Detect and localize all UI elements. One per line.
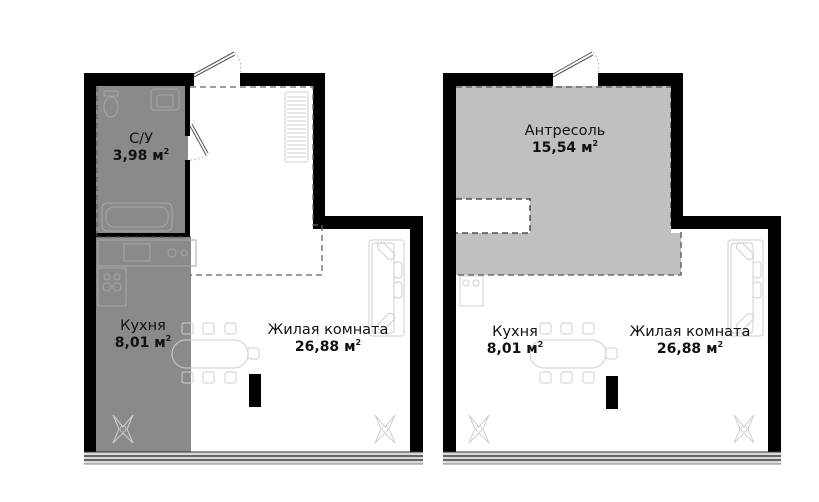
entrance-door xyxy=(552,51,600,78)
room-area: 8,01 м2 xyxy=(114,333,172,351)
mezzanine-outline xyxy=(190,86,323,276)
bathroom-door xyxy=(189,123,209,161)
room-area: 8,01 м2 xyxy=(486,339,544,357)
room-label-living: Жилая комната 26,88 м2 xyxy=(620,324,760,357)
window-strip xyxy=(84,451,423,465)
stairs xyxy=(284,91,309,163)
dining-set xyxy=(171,322,260,384)
walls xyxy=(443,73,781,453)
room-area: 26,88 м2 xyxy=(656,339,724,357)
walls xyxy=(84,73,423,453)
dining-set xyxy=(529,322,618,384)
room-label-kitchen: Кухня 8,01 м2 xyxy=(475,324,555,357)
window-strip xyxy=(443,451,781,465)
plant-icon xyxy=(374,414,396,444)
bathroom-zone xyxy=(96,86,188,236)
plan-right xyxy=(443,51,781,465)
mezzanine-zone xyxy=(456,86,681,275)
kitchen-fixtures xyxy=(97,239,197,307)
room-label-bathroom: С/У 3,98 м2 xyxy=(101,131,181,164)
plant-icon xyxy=(733,414,755,444)
plant-icon xyxy=(468,414,490,444)
kitchen-fixtures xyxy=(459,275,484,307)
room-area: 3,98 м2 xyxy=(112,146,170,164)
room-name: Кухня xyxy=(492,324,538,340)
room-name: Жилая комната xyxy=(629,324,751,340)
kitchen-zone xyxy=(96,236,191,452)
room-name: Жилая комната xyxy=(267,322,389,338)
room-area: 15,54 м2 xyxy=(531,138,599,156)
room-label-kitchen: Кухня 8,01 м2 xyxy=(103,318,183,351)
room-area: 26,88 м2 xyxy=(294,337,362,355)
bathroom-fixtures xyxy=(101,88,180,232)
room-label-living: Жилая комната 26,88 м2 xyxy=(258,322,398,355)
room-name: Антресоль xyxy=(524,123,606,139)
room-name: С/У xyxy=(129,131,153,147)
sofa xyxy=(727,239,764,337)
room-label-mezzanine: Антресоль 15,54 м2 xyxy=(515,123,615,156)
plan-left xyxy=(84,51,423,465)
room-name: Кухня xyxy=(120,318,166,334)
sofa xyxy=(368,239,405,337)
entrance-door xyxy=(193,51,242,78)
